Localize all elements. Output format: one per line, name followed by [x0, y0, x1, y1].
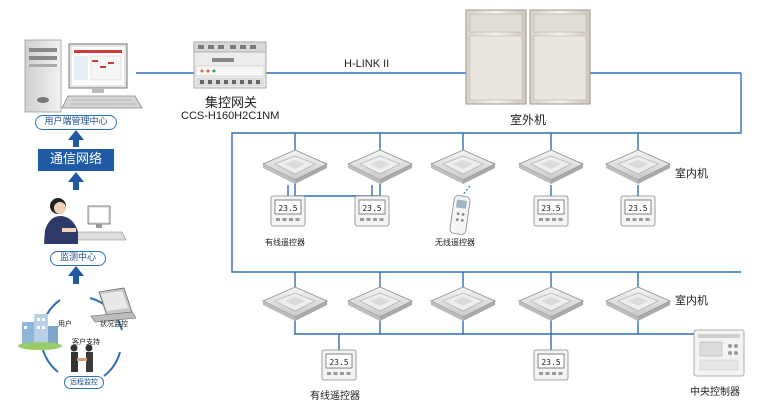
outdoor-unit-label: 室外机 [510, 113, 547, 127]
remote-display-text: 23.5 [329, 358, 348, 367]
wired-remote: 23.5 [321, 349, 357, 381]
line-bus-loop [231, 73, 742, 273]
arrow-up-icon [68, 130, 84, 147]
central-controller-label: 中央控制器 [690, 387, 740, 398]
wired-remote: 23.5 [354, 195, 390, 227]
remote-display-text: 23.5 [278, 204, 297, 213]
remote-display-text: 23.5 [362, 204, 381, 213]
arrow-up-icon [68, 172, 84, 190]
wireless-remote-label: 无线遥控器 [435, 238, 475, 247]
indoor-cassette-unit [518, 286, 584, 321]
status-monitor-label: 状况监控 [100, 320, 128, 328]
wired-remote-label-row1: 有线遥控器 [265, 238, 305, 247]
indoor-cassette-unit [262, 149, 328, 184]
indoor-row1-label: 室内机 [675, 167, 708, 180]
central-controller [693, 329, 745, 377]
user-center-label: 用户端管理中心 [35, 115, 117, 130]
customer-support-label: 客户支持 [72, 338, 100, 346]
wired-remote: 23.5 [533, 349, 569, 381]
user-management-pc [24, 39, 143, 113]
wireless-remote [449, 195, 471, 235]
indoor-cassette-unit [347, 149, 413, 184]
remote-monitoring-graphic [18, 287, 137, 377]
wired-remote: 23.5 [533, 195, 569, 227]
indoor-cassette-unit [430, 149, 496, 184]
wireless-signal [461, 185, 471, 197]
wired-remote: 23.5 [620, 195, 656, 227]
outdoor-unit-2 [529, 9, 591, 105]
remote-controllers: 23.5 23.5 23.5 23.5 23.5 23.5 [270, 195, 656, 381]
arrow-up-icon [68, 266, 84, 284]
indoor-units [262, 149, 671, 321]
indoor-cassette-unit [347, 286, 413, 321]
monitor-center-label: 监测中心 [50, 251, 106, 266]
outdoor-unit-1 [465, 9, 527, 105]
indoor-cassette-unit [518, 149, 584, 184]
gateway-model: CCS-H160H2C1NM [181, 110, 280, 122]
gateway-name: 集控网关 [205, 96, 258, 111]
wired-remote: 23.5 [270, 195, 306, 227]
indoor-cassette-unit [430, 286, 496, 321]
connection-lines [136, 72, 742, 350]
bus-label: H-LINK II [344, 58, 390, 70]
indoor-cassette-unit [262, 286, 328, 321]
operator-figure [44, 198, 127, 244]
remote-display-text: 23.5 [541, 358, 560, 367]
remote-display-text: 23.5 [628, 204, 647, 213]
remote-display-text: 23.5 [541, 204, 560, 213]
indoor-row2-label: 室内机 [675, 294, 708, 307]
remote-user-label: 用户 [58, 320, 72, 328]
network-label: 通信网络 [38, 149, 114, 171]
wired-remote-label-row2: 有线遥控器 [310, 391, 360, 402]
indoor-cassette-unit [605, 149, 671, 184]
indoor-cassette-unit [605, 286, 671, 321]
remote-monitor-label: 远程监控 [64, 376, 104, 389]
gateway-device [193, 41, 267, 89]
